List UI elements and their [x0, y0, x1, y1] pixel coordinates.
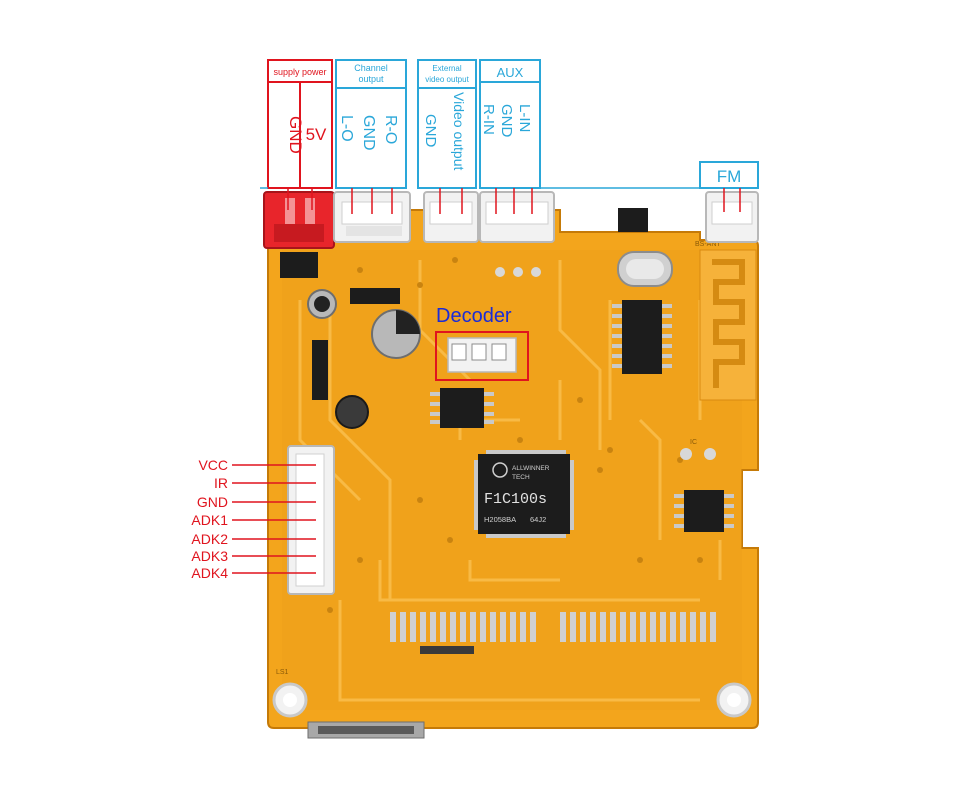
side-pin-gnd: GND [197, 494, 228, 510]
side-pin-adk3: ADK3 [191, 548, 228, 564]
chip-code-2: 64J2 [530, 515, 546, 524]
channel-pin-lo: L-O [338, 115, 355, 142]
channel-pin-ro: R-O [382, 115, 399, 144]
aux-pin-lin: L-IN [516, 104, 533, 132]
supply-label-group: supply power GND 5V [267, 59, 333, 210]
video-pin-gnd: GND [422, 114, 439, 148]
aux-title: AUX [497, 65, 524, 80]
side-pin-adk2: ADK2 [191, 531, 228, 547]
aux-connector [479, 191, 555, 243]
video-connector [423, 191, 479, 243]
silk-ant: BS-ANT [695, 241, 721, 248]
chip-brand-1: ALLWINNER [512, 465, 550, 472]
side-pin-adk1: ADK1 [191, 512, 228, 528]
antenna-area: BS-ANT [695, 241, 757, 401]
decoder-callout: Decoder [435, 305, 529, 381]
chip-brand-2: TECH [512, 474, 530, 481]
channel-title-2: output [358, 74, 384, 84]
aux-label-group: AUX R-IN GND L-IN [479, 59, 541, 214]
fm-connector [705, 191, 759, 243]
chip-code-1: H2058BA [484, 515, 516, 524]
channel-label-group: Channel output L-O GND R-O [335, 59, 407, 214]
decoder-label: Decoder [436, 305, 512, 327]
side-pin-labels: VCC IR GND ADK1 ADK2 ADK3 ADK4 [191, 457, 316, 581]
silk-ls1: LS1 [276, 669, 289, 676]
side-pin-adk4: ADK4 [191, 565, 228, 581]
channel-title-1: Channel [354, 63, 388, 73]
side-pin-ir: IR [214, 475, 228, 491]
video-label-group: External video output GND Video output [417, 59, 477, 214]
silk-ic: IC [690, 439, 697, 446]
supply-title: supply power [273, 67, 326, 77]
video-title-1: External [432, 64, 462, 73]
fm-label-group: FM [260, 161, 759, 212]
video-pin-out: Video output [451, 92, 467, 170]
fm-title: FM [717, 167, 742, 186]
decoder-box [435, 331, 529, 381]
supply-connector [263, 191, 335, 249]
main-chip: ALLWINNER TECH F1C100s H2058BA 64J2 [474, 450, 574, 538]
channel-pin-gnd: GND [360, 115, 377, 151]
aux-pin-gnd: GND [498, 104, 515, 138]
supply-pin-5v: 5V [306, 125, 327, 144]
aux-pin-rin: R-IN [480, 104, 497, 135]
chip-model: F1C100s [484, 491, 547, 508]
video-title-2: video output [425, 75, 469, 84]
supply-pin-gnd: GND [286, 116, 305, 154]
components: IC LS1 [272, 208, 752, 739]
side-pin-vcc: VCC [198, 457, 228, 473]
